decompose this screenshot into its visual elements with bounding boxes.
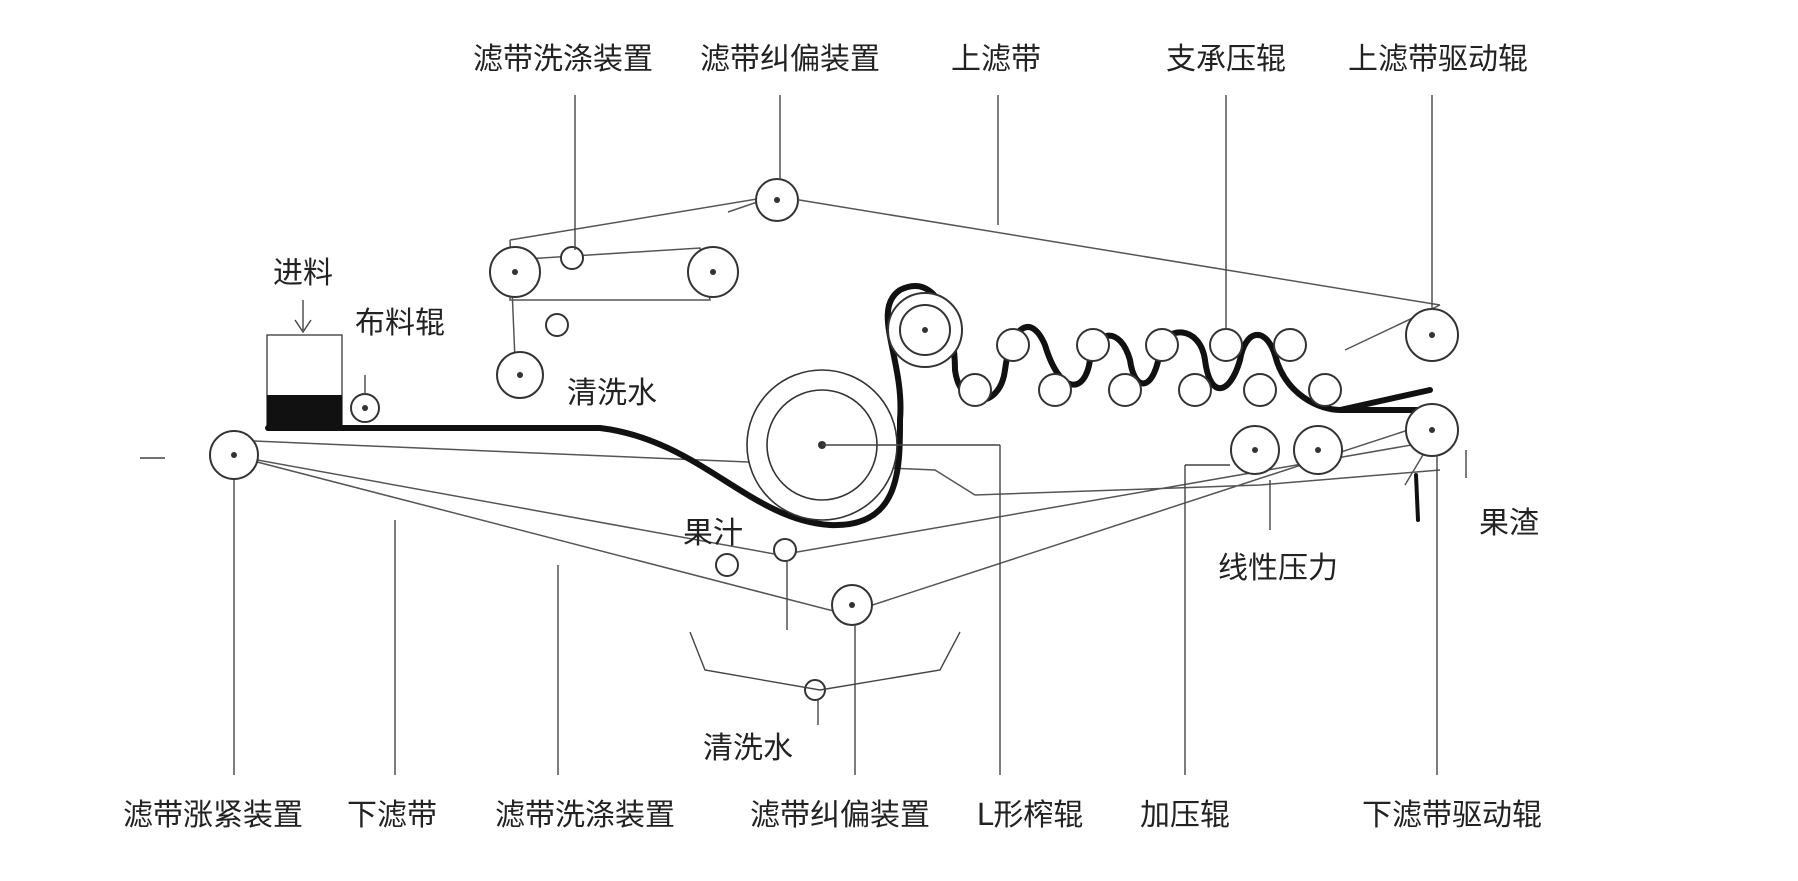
wash-trough xyxy=(689,631,961,691)
label-top-correction-device: 滤带纠偏装置 xyxy=(700,42,880,77)
label-wash-water-bottom: 清洗水 xyxy=(703,731,793,766)
upper-belt-path xyxy=(509,195,1441,361)
label-juice: 果汁 xyxy=(683,516,743,551)
label-tension-device: 滤带涨紧装置 xyxy=(123,798,303,833)
support-press-roller xyxy=(1209,328,1243,362)
label-feed: 进料 xyxy=(273,256,333,291)
label-bottom-correction-device: 滤带纠偏装置 xyxy=(750,798,930,833)
leader-lines xyxy=(140,95,1467,775)
label-upper-belt: 上滤带 xyxy=(951,42,1041,77)
label-lower-belt: 下滤带 xyxy=(347,798,437,833)
label-upper-belt-drive-roller: 上滤带驱动辊 xyxy=(1348,42,1528,77)
label-lower-belt-drive-roller: 下滤带驱动辊 xyxy=(1362,798,1542,833)
pomace-scraper xyxy=(1414,473,1420,522)
rollers xyxy=(209,178,1459,701)
label-press-roller: 加压辊 xyxy=(1140,798,1230,833)
feed-arrow xyxy=(294,300,312,334)
upper-wash-small-roller xyxy=(560,246,584,270)
label-support-press-roller: 支承压辊 xyxy=(1166,42,1286,77)
label-top-wash-device: 滤带洗涤装置 xyxy=(473,42,653,77)
upper-wash-nozzle xyxy=(545,313,569,337)
label-linear-pressure: 线性压力 xyxy=(1218,551,1338,586)
label-distribution-roller: 布料辊 xyxy=(355,306,445,341)
label-wash-water-top: 清洗水 xyxy=(567,376,657,411)
label-bottom-wash-device: 滤带洗涤装置 xyxy=(495,798,675,833)
feed-material xyxy=(267,395,342,430)
label-pomace: 果渣 xyxy=(1479,506,1539,541)
label-l-roller: L形榨辊 xyxy=(976,798,1084,833)
